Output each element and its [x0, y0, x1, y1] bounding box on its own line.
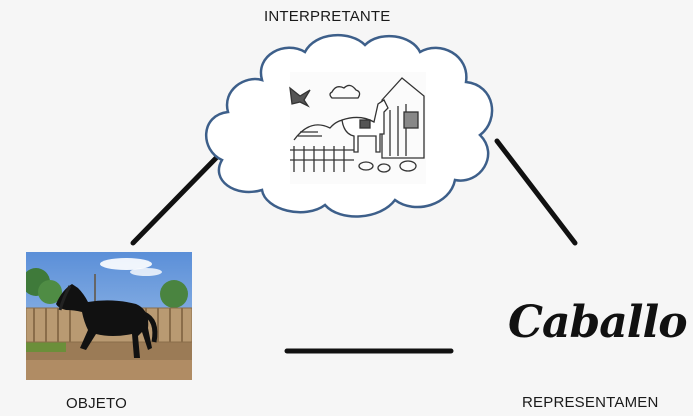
representamen-word: Caballo [508, 297, 688, 348]
connector-objeto-interpretante [130, 152, 222, 246]
objeto-label: OBJETO [66, 395, 127, 412]
interpretante-label: INTERPRETANTE [264, 8, 391, 25]
connector-interpretante-representamen [494, 138, 578, 246]
black-horse-photo [26, 252, 192, 380]
horse-farm-sketch-icon [289, 72, 426, 184]
representamen-label: REPRESENTAMEN [522, 394, 659, 411]
